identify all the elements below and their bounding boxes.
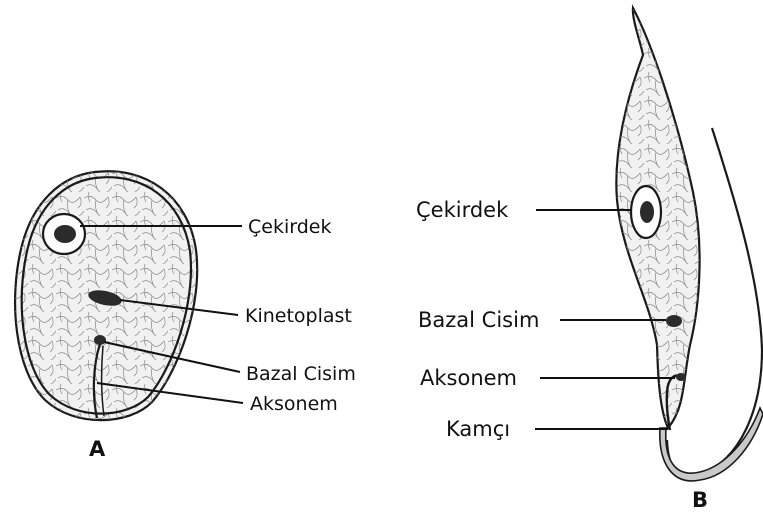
label-a-kinetoplast: Kinetoplast xyxy=(245,305,352,327)
figure-a-letter: A xyxy=(89,437,106,461)
figure-b-letter: B xyxy=(692,488,708,512)
cell-b-nucleolus xyxy=(640,201,654,223)
label-b-nucleus: Çekirdek xyxy=(416,198,509,222)
cell-a-nucleolus xyxy=(54,225,76,243)
cell-a-basal-body xyxy=(94,335,106,345)
label-a-axoneme: Aksonem xyxy=(250,393,338,415)
cell-b-basal-body xyxy=(666,315,682,327)
label-b-flagellum: Kamçı xyxy=(446,417,510,441)
figure-a: Çekirdek Kinetoplast Bazal Cisim Aksonem… xyxy=(0,160,356,461)
cell-b-axoneme-dot xyxy=(676,373,686,381)
label-b-axoneme: Aksonem xyxy=(420,366,517,390)
label-a-basal-body: Bazal Cisim xyxy=(246,363,356,385)
label-a-nucleus: Çekirdek xyxy=(248,216,331,238)
label-b-basal-body: Bazal Cisim xyxy=(418,308,539,332)
figure-b: Çekirdek Bazal Cisim Aksonem Kamçı B xyxy=(416,0,763,512)
